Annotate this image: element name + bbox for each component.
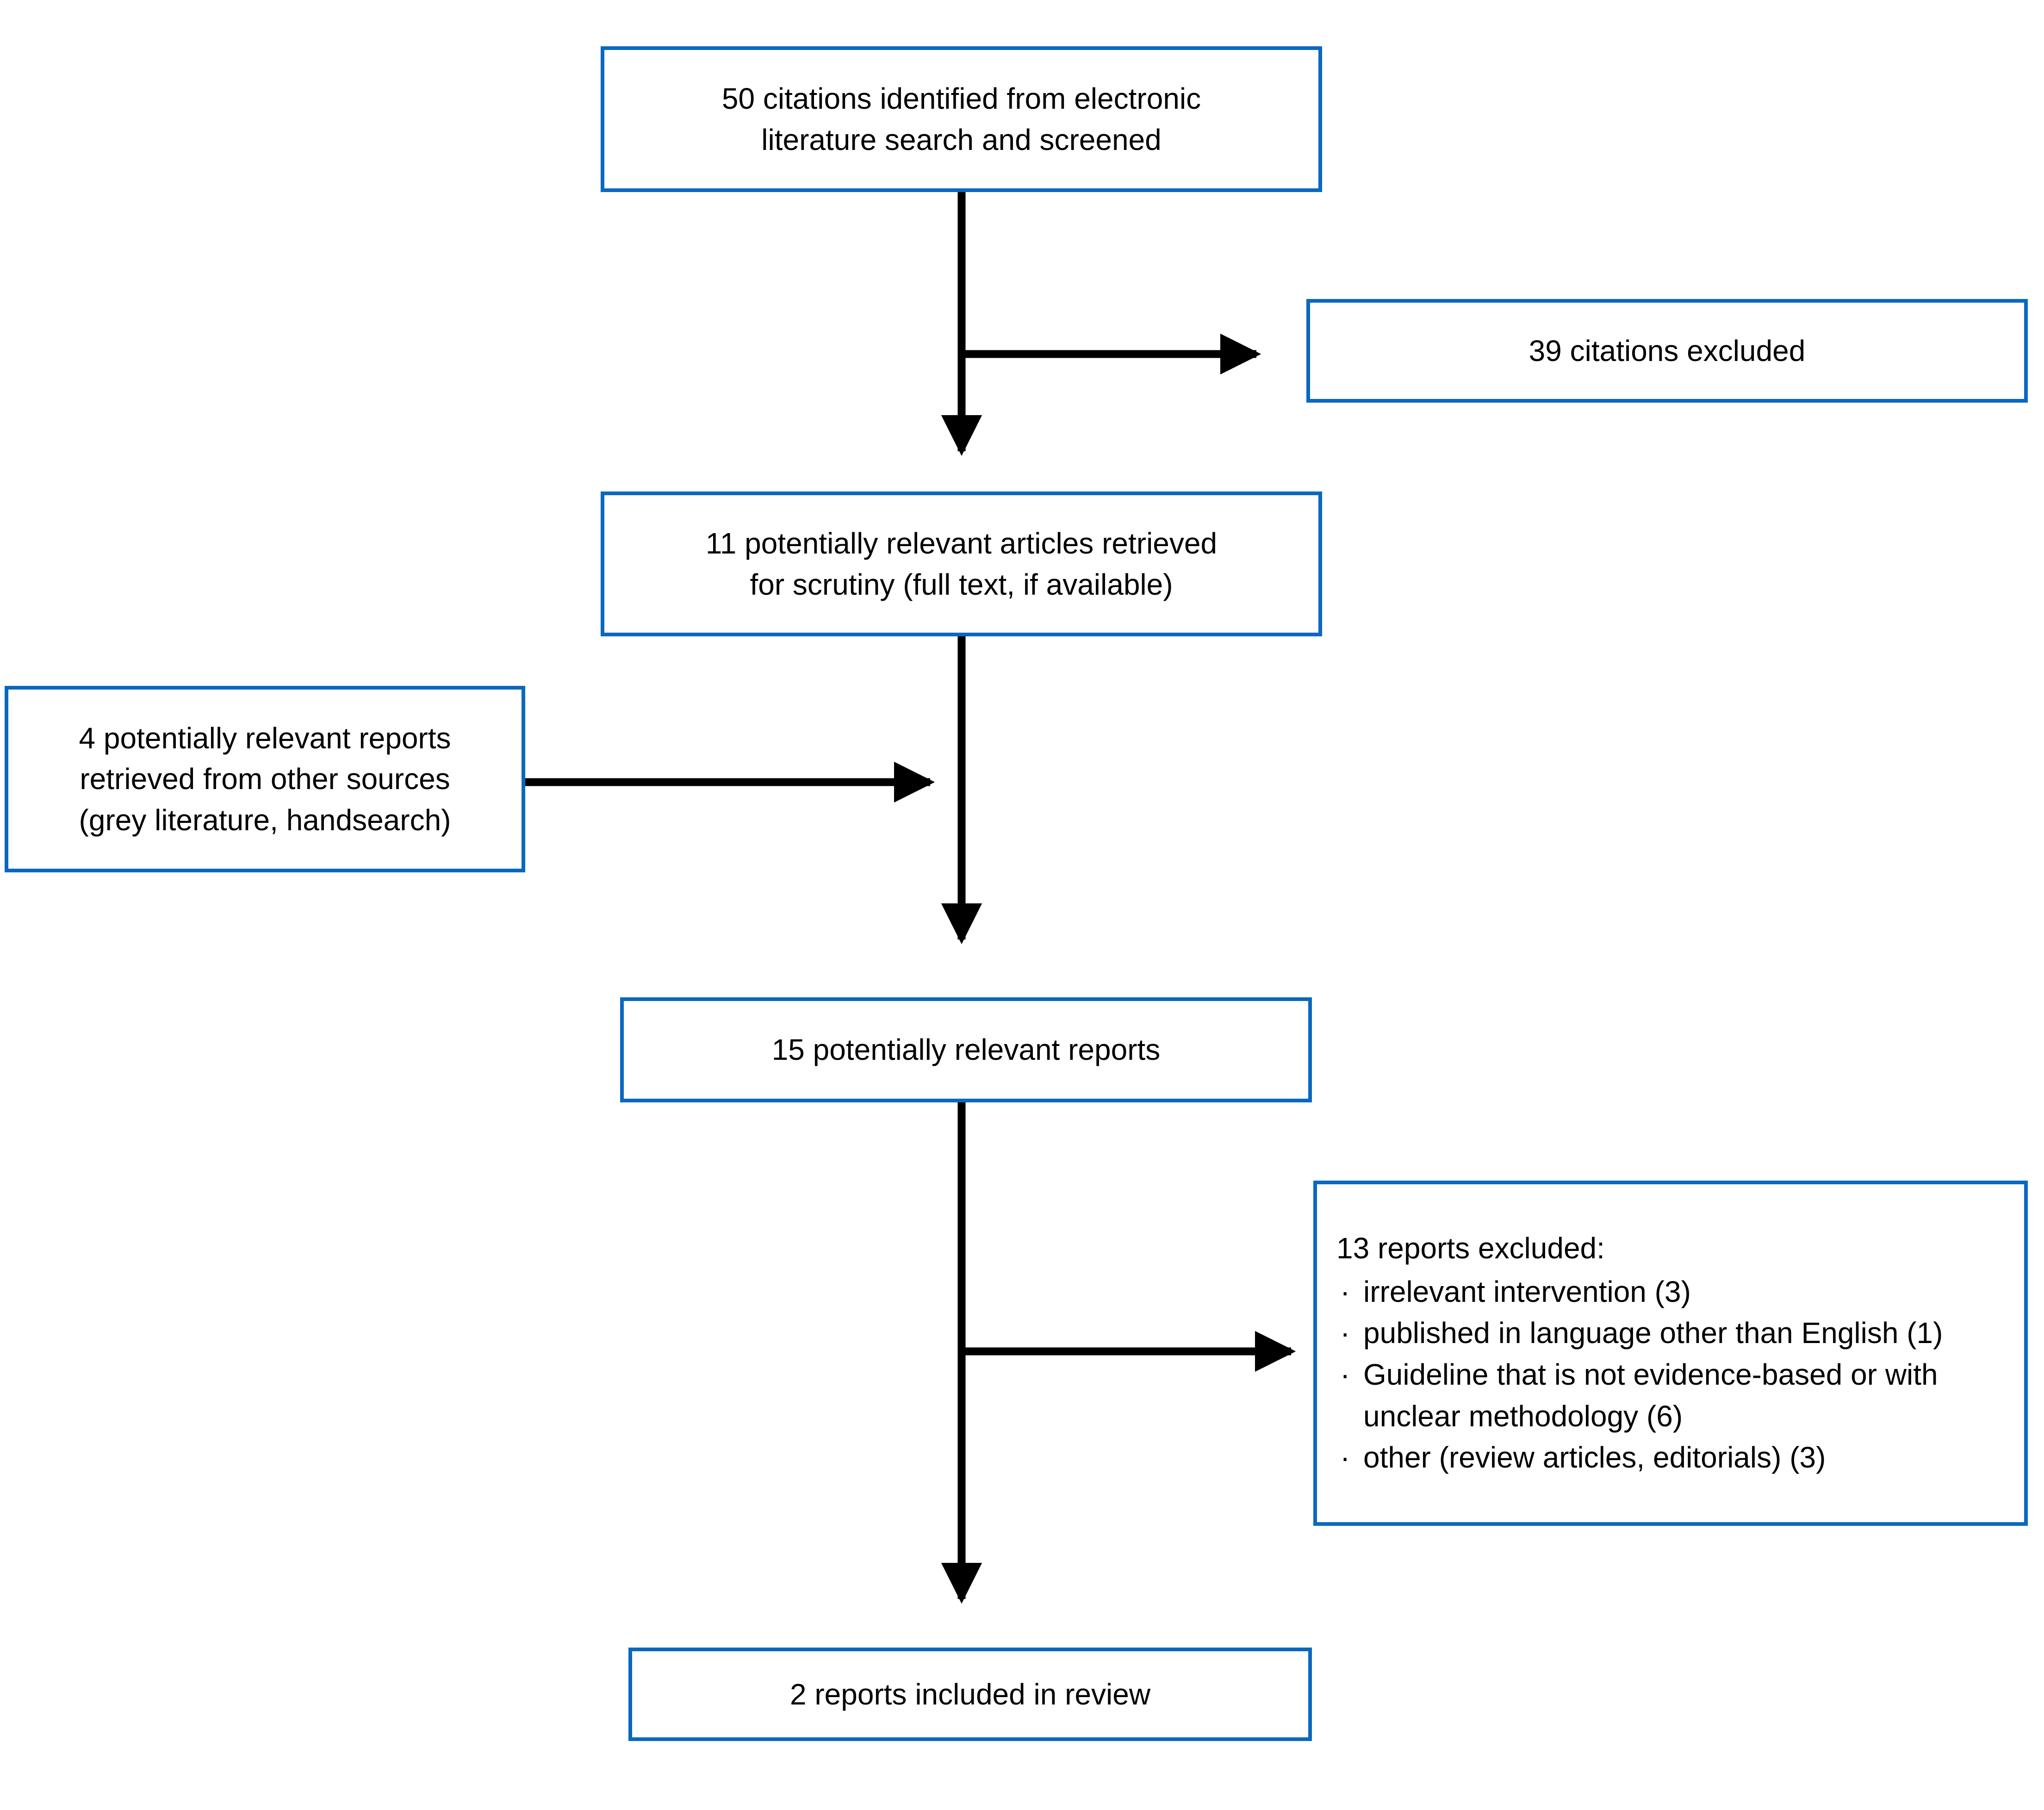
list-item-label: other (review articles, editorials) (3)	[1363, 1441, 1826, 1474]
list-item-label: published in language other than English…	[1363, 1316, 1943, 1350]
list-item-label: irrelevant intervention (3)	[1363, 1275, 1691, 1308]
list-item: · published in language other than Engli…	[1336, 1312, 2024, 1354]
reports-excluded-content: 13 reports excluded: · irrelevant interv…	[1317, 1228, 2024, 1479]
box-identified: 50 citations identified from electronic …	[601, 46, 1322, 192]
box-included-text: 2 reports included in review	[789, 1677, 1151, 1711]
list-item: · other (review articles, editorials) (3…	[1336, 1437, 2024, 1479]
box-relevant-reports-text: 15 potentially relevant reports	[771, 1033, 1161, 1067]
list-item: · irrelevant intervention (3)	[1336, 1271, 2024, 1313]
box-included: 2 reports included in review	[628, 1648, 1312, 1741]
reports-excluded-heading: 13 reports excluded:	[1336, 1232, 1605, 1265]
box-relevant-reports: 15 potentially relevant reports	[620, 997, 1312, 1102]
bullet-icon: ·	[1340, 1358, 1350, 1391]
box-retrieved-text: 11 potentially relevant articles retriev…	[705, 527, 1218, 601]
box-reports-excluded: 13 reports excluded: · irrelevant interv…	[1313, 1181, 2028, 1526]
reports-excluded-bullet-list: · irrelevant intervention (3) · publishe…	[1336, 1271, 2024, 1479]
box-citations-excluded: 39 citations excluded	[1306, 299, 2028, 403]
box-citations-excluded-text: 39 citations excluded	[1528, 334, 1806, 367]
bullet-icon: ·	[1340, 1275, 1350, 1308]
box-other-sources: 4 potentially relevant reports retrieved…	[5, 686, 525, 872]
box-identified-text: 50 citations identified from electronic …	[721, 82, 1201, 156]
bullet-icon: ·	[1340, 1441, 1350, 1474]
list-item: · Guideline that is not evidence-based o…	[1336, 1354, 2024, 1437]
box-retrieved: 11 potentially relevant articles retriev…	[601, 491, 1322, 636]
bullet-icon: ·	[1340, 1316, 1350, 1350]
list-item-label: Guideline that is not evidence-based or …	[1363, 1358, 1938, 1433]
box-other-sources-text: 4 potentially relevant reports retrieved…	[79, 722, 451, 837]
